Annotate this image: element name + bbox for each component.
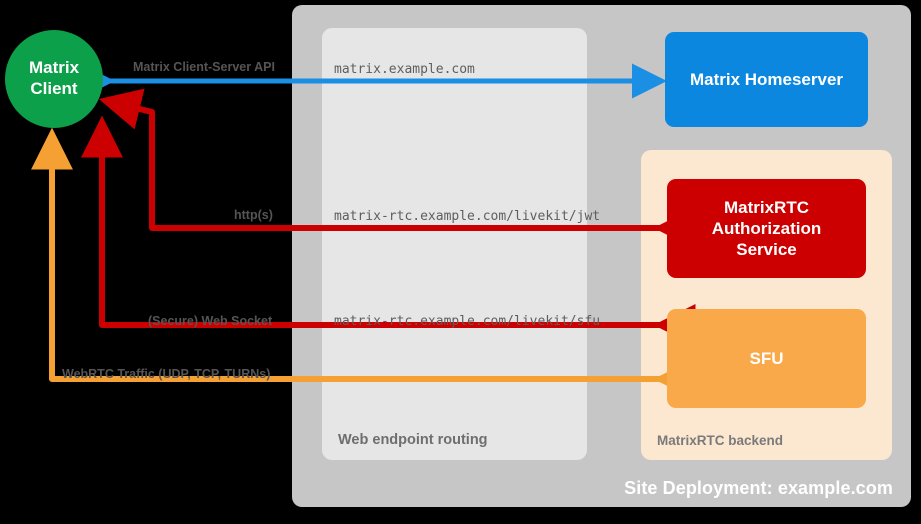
connection-label-matrix-client-server-api: Matrix Client-Server API	[133, 60, 275, 74]
matrix-homeserver-label: Matrix Homeserver	[689, 69, 844, 89]
matrix-client-label-line2: Client	[30, 79, 78, 98]
connection-label-webrtc-traffic: WebRTC Traffic (UDP, TCP, TURNs)	[62, 367, 271, 381]
matrixrtc-backend-label: MatrixRTC backend	[657, 433, 784, 448]
web-endpoint-routing-label: Web endpoint routing	[338, 432, 488, 448]
auth-service-label-line1: MatrixRTC	[723, 197, 809, 217]
node-matrixrtc-authorization-service[interactable]: MatrixRTC Authorization Service	[667, 179, 866, 278]
connection-label-https: http(s)	[234, 208, 273, 222]
node-sfu[interactable]: SFU	[667, 309, 866, 408]
endpoint-url-matrix: matrix.example.com	[334, 62, 475, 77]
node-matrix-client[interactable]: Matrix Client	[5, 30, 103, 128]
auth-service-label-line3: Service	[736, 240, 797, 260]
endpoint-url-livekit-sfu: matrix-rtc.example.com/livekit/sfu	[334, 314, 601, 329]
sfu-label: SFU	[749, 348, 784, 368]
connection-label-secure-websocket: (Secure) Web Socket	[148, 314, 273, 328]
web-endpoint-routing-panel: Web endpoint routing	[322, 28, 587, 460]
auth-service-label-line2: Authorization	[711, 218, 822, 238]
node-matrix-homeserver[interactable]: Matrix Homeserver	[665, 32, 868, 127]
endpoint-url-livekit-jwt: matrix-rtc.example.com/livekit/jwt	[334, 209, 601, 224]
matrix-client-label-line1: Matrix	[28, 58, 80, 78]
site-deployment-label: Site Deployment: example.com	[624, 478, 893, 498]
